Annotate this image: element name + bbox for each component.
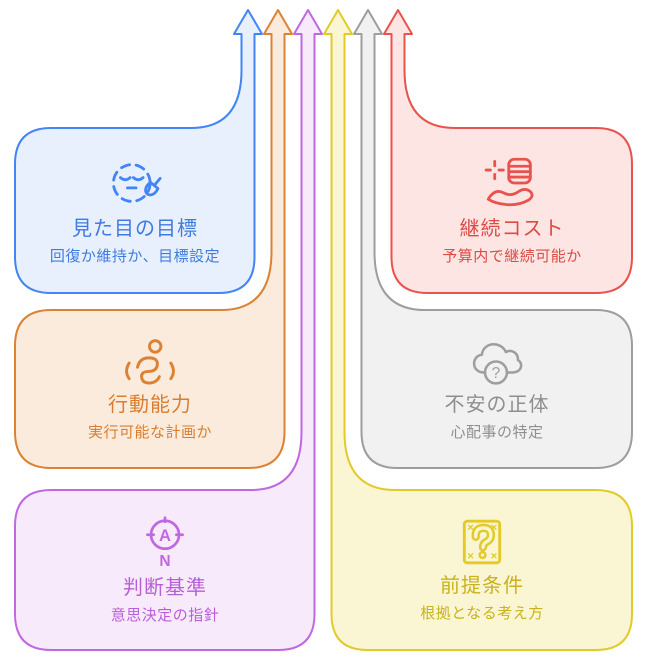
flow-arrow-shape-ability: [14, 9, 293, 469]
flow-arrow-shape-cost: [383, 9, 633, 294]
flow-arrow-shape-criteria: [14, 9, 323, 651]
flow-arrow-shape-appearance: [14, 9, 263, 294]
flow-arrow-shape-premise: [323, 9, 633, 651]
flow-arrow-shape-worry: [353, 9, 633, 469]
